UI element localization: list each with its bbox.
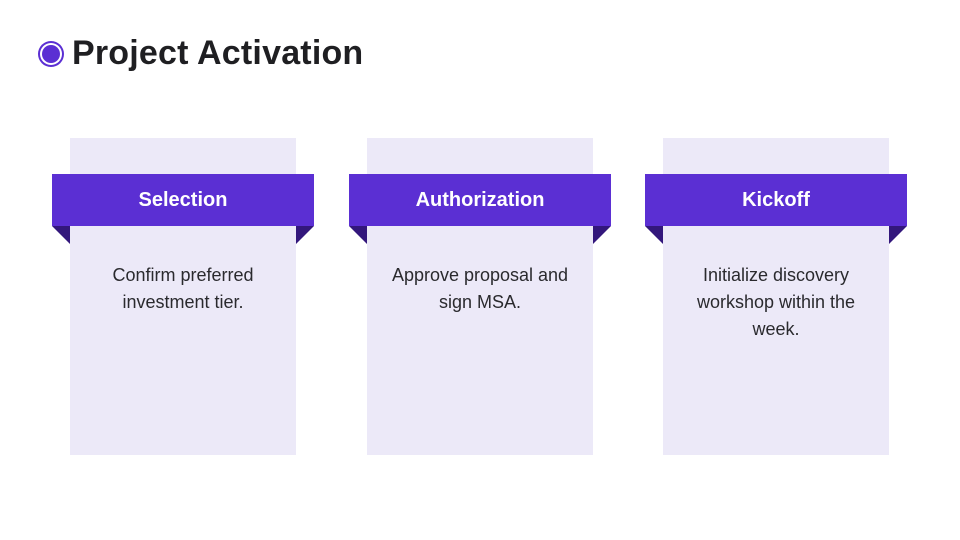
- step-card-authorization: Authorization Approve proposal and sign …: [349, 138, 611, 455]
- ribbon-fold-right: [296, 226, 314, 244]
- card-description: Confirm preferred investment tier.: [112, 265, 254, 312]
- card-title: Kickoff: [742, 188, 810, 211]
- ribbon-fold-right: [593, 226, 611, 244]
- bullet-circle-icon: [42, 44, 60, 63]
- ribbon-fold-left: [645, 226, 663, 244]
- card-ribbon: Selection: [52, 174, 314, 226]
- page-title: Project Activation: [72, 34, 364, 72]
- step-card-selection: Selection Confirm preferred investment t…: [52, 138, 314, 455]
- card-title: Authorization: [415, 188, 545, 211]
- step-card-kickoff: Kickoff Initialize discovery workshop wi…: [645, 138, 907, 455]
- ribbon-fold-left: [349, 226, 367, 244]
- card-title: Selection: [138, 188, 228, 211]
- card-ribbon: Kickoff: [645, 174, 907, 226]
- card-ribbon: Authorization: [349, 174, 611, 226]
- title-row: Project Activation: [38, 34, 363, 73]
- ribbon-fold-left: [52, 226, 70, 244]
- ribbon-fold-right: [889, 226, 907, 244]
- card-description: Approve proposal and sign MSA.: [391, 265, 569, 312]
- card-description: Initialize discovery workshop within the…: [696, 265, 856, 339]
